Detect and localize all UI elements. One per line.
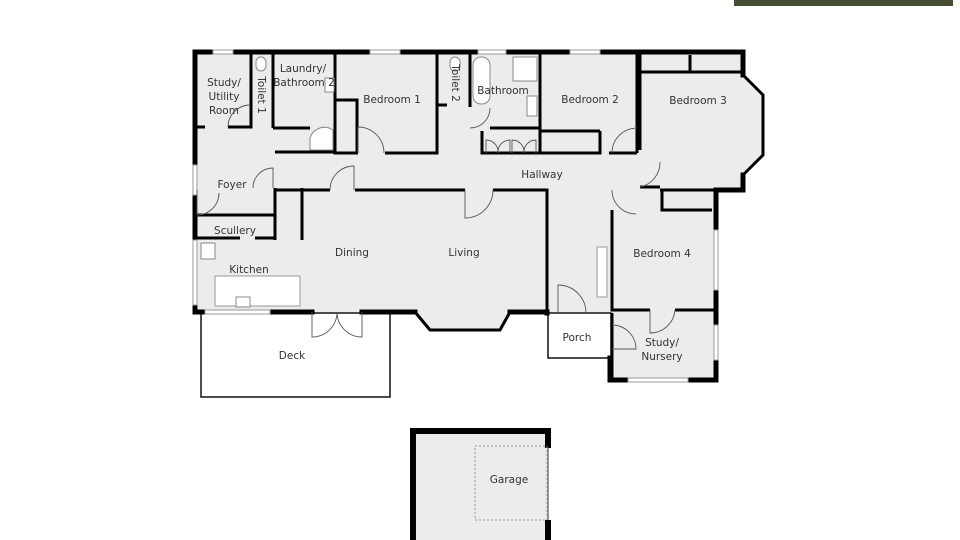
toilet-icon: [449, 56, 461, 72]
label-laundry: Bathroom 2: [273, 77, 335, 89]
windows: [192, 49, 719, 383]
fixtures: [200, 56, 538, 308]
kitchen-sink-icon: [235, 296, 251, 308]
doors: [196, 104, 676, 350]
floor-fills: [197, 52, 763, 380]
interior-walls: [197, 54, 743, 380]
label-laundry: Laundry/: [280, 63, 327, 75]
label-hallway: Hallway: [521, 169, 562, 181]
brand-bar: [734, 0, 953, 6]
label-garage: Garage: [490, 474, 528, 486]
label-study-nursery: Study/: [645, 337, 679, 349]
label-kitchen: Kitchen: [229, 264, 268, 276]
sink-icon: [324, 77, 335, 93]
bathtub-icon: [472, 56, 491, 105]
label-deck: Deck: [279, 350, 306, 362]
sink-icon: [526, 95, 538, 117]
label-study-utility: Study/: [207, 77, 241, 89]
deck-outline: [200, 312, 391, 398]
label-study-utility: Room: [209, 105, 239, 117]
shower-icon: [512, 56, 538, 82]
label-bedroom-2: Bedroom 2: [561, 94, 619, 106]
label-bedroom-4: Bedroom 4: [633, 248, 691, 260]
label-study-utility: Utility: [209, 91, 240, 103]
toilet-icon: [255, 56, 267, 72]
shower-icon: [309, 126, 334, 151]
label-living: Living: [448, 247, 479, 259]
label-bathroom: Bathroom: [477, 85, 529, 97]
label-foyer: Foyer: [217, 179, 247, 191]
garage: [410, 428, 551, 540]
label-study-nursery: Nursery: [641, 351, 682, 363]
label-toilet-1: Toilet 1: [255, 75, 267, 113]
label-bedroom-3: Bedroom 3: [669, 95, 727, 107]
label-dining: Dining: [335, 247, 369, 259]
label-toilet-2: Toilet 2: [449, 63, 461, 101]
label-porch: Porch: [563, 332, 592, 344]
stove-icon: [200, 242, 216, 260]
label-scullery: Scullery: [214, 225, 256, 237]
label-bedroom-1: Bedroom 1: [363, 94, 421, 106]
room-labels: Study/ Utility Room Toilet 1 Laundry/ Ba…: [207, 63, 727, 486]
